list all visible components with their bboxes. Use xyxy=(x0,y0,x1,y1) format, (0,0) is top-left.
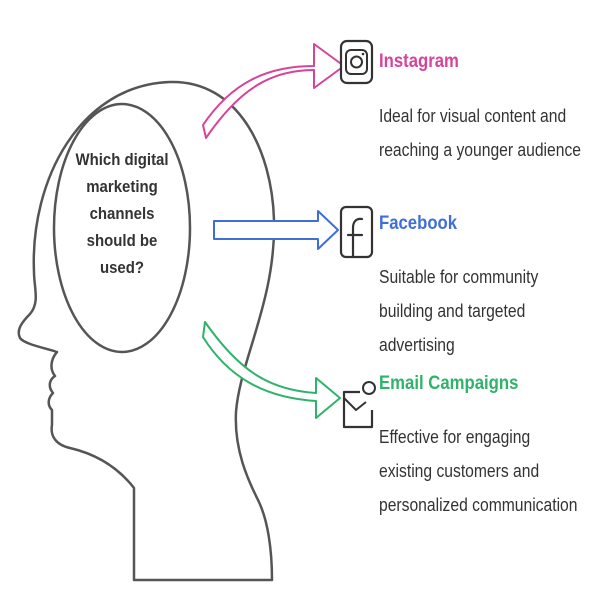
instagram-title: Instagram xyxy=(379,51,459,72)
question-line: marketing xyxy=(86,177,158,196)
central-question: Which digital marketing channels should … xyxy=(69,146,175,281)
facebook-icon xyxy=(339,205,374,259)
instagram-description: Ideal for visual content and reaching a … xyxy=(379,99,581,167)
description-line: Ideal for visual content and xyxy=(379,106,567,126)
email-campaigns-title: Email Campaigns xyxy=(379,373,519,394)
description-line: personalized communication xyxy=(379,495,578,515)
question-line: used? xyxy=(99,258,145,277)
description-line: existing customers and xyxy=(379,461,540,481)
description-line: advertising xyxy=(379,335,455,355)
question-bubble xyxy=(52,102,192,354)
instagram-arrow xyxy=(202,43,345,139)
question-line: Which digital xyxy=(75,150,169,169)
facebook-arrow xyxy=(213,210,339,250)
email-arrow xyxy=(202,321,341,419)
instagram-icon xyxy=(339,39,374,85)
description-line: Suitable for community xyxy=(379,267,539,287)
description-line: Effective for engaging xyxy=(379,427,531,447)
question-line: should be xyxy=(86,231,158,250)
description-line: reaching a younger audience xyxy=(379,140,581,160)
email-campaigns-description: Effective for engaging existing customer… xyxy=(379,420,577,522)
email-icon xyxy=(342,381,376,429)
facebook-description: Suitable for community building and targ… xyxy=(379,260,538,362)
question-line: channels xyxy=(89,204,155,223)
description-line: building and targeted xyxy=(379,301,526,321)
facebook-title: Facebook xyxy=(379,213,458,234)
